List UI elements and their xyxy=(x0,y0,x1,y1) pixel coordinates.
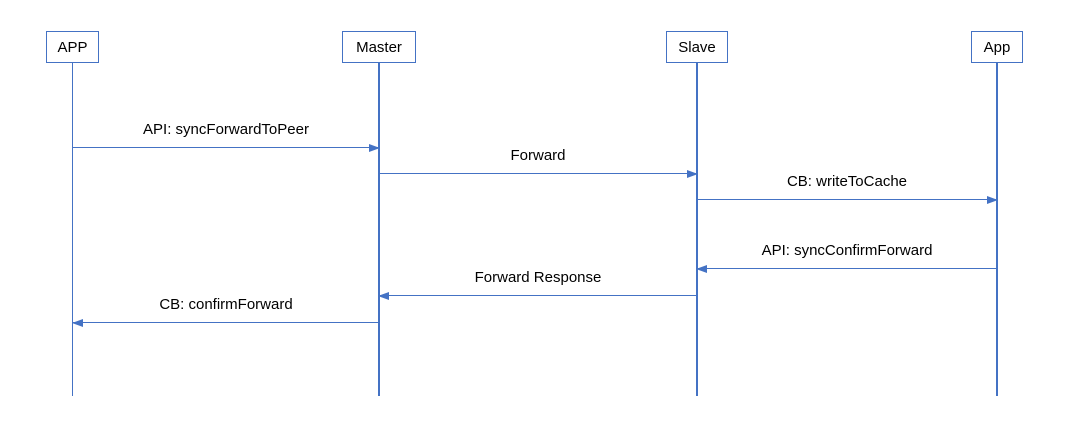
actor-box-slave: Slave xyxy=(666,31,728,63)
actor-box-app-peer: App xyxy=(971,31,1023,63)
arrowhead-right-icon xyxy=(987,195,998,204)
message-confirm-forward: CB: confirmForward xyxy=(72,295,379,327)
message-arrow-line xyxy=(379,294,697,296)
lifeline-slave xyxy=(696,63,698,396)
arrowhead-left-icon xyxy=(72,318,83,327)
actor-box-master: Master xyxy=(342,31,416,63)
message-label: Forward Response xyxy=(474,269,602,286)
message-write-to-cache: CB: writeToCache xyxy=(697,172,998,204)
message-sync-confirm-forward: API: syncConfirmForward xyxy=(696,241,997,273)
message-forward-response: Forward Response xyxy=(378,268,697,300)
actor-label: Slave xyxy=(678,38,716,56)
message-arrow-line xyxy=(697,267,997,269)
message-label: API: syncForwardToPeer xyxy=(143,121,309,138)
message-arrow-line xyxy=(697,198,997,200)
actor-label: Master xyxy=(356,38,402,56)
lifeline-app-peer xyxy=(996,63,998,396)
message-sync-forward-to-peer: API: syncForwardToPeer xyxy=(73,120,380,152)
message-arrow-line xyxy=(73,321,379,323)
actor-box-app-caller: APP xyxy=(46,31,99,63)
message-label: API: syncConfirmForward xyxy=(761,242,933,259)
arrowhead-left-icon xyxy=(378,291,389,300)
message-label: Forward xyxy=(510,147,566,164)
message-arrow-line xyxy=(73,146,379,148)
message-arrow-line xyxy=(379,172,697,174)
message-label: CB: writeToCache xyxy=(786,173,908,190)
message-label: CB: confirmForward xyxy=(159,296,293,313)
actor-label: APP xyxy=(57,38,88,56)
message-forward: Forward xyxy=(379,146,698,178)
arrowhead-right-icon xyxy=(369,143,380,152)
arrowhead-right-icon xyxy=(687,169,698,178)
arrowhead-left-icon xyxy=(696,264,707,273)
lifeline-master xyxy=(378,63,380,396)
lifeline-app-caller xyxy=(72,63,74,396)
actor-label: App xyxy=(983,38,1011,56)
